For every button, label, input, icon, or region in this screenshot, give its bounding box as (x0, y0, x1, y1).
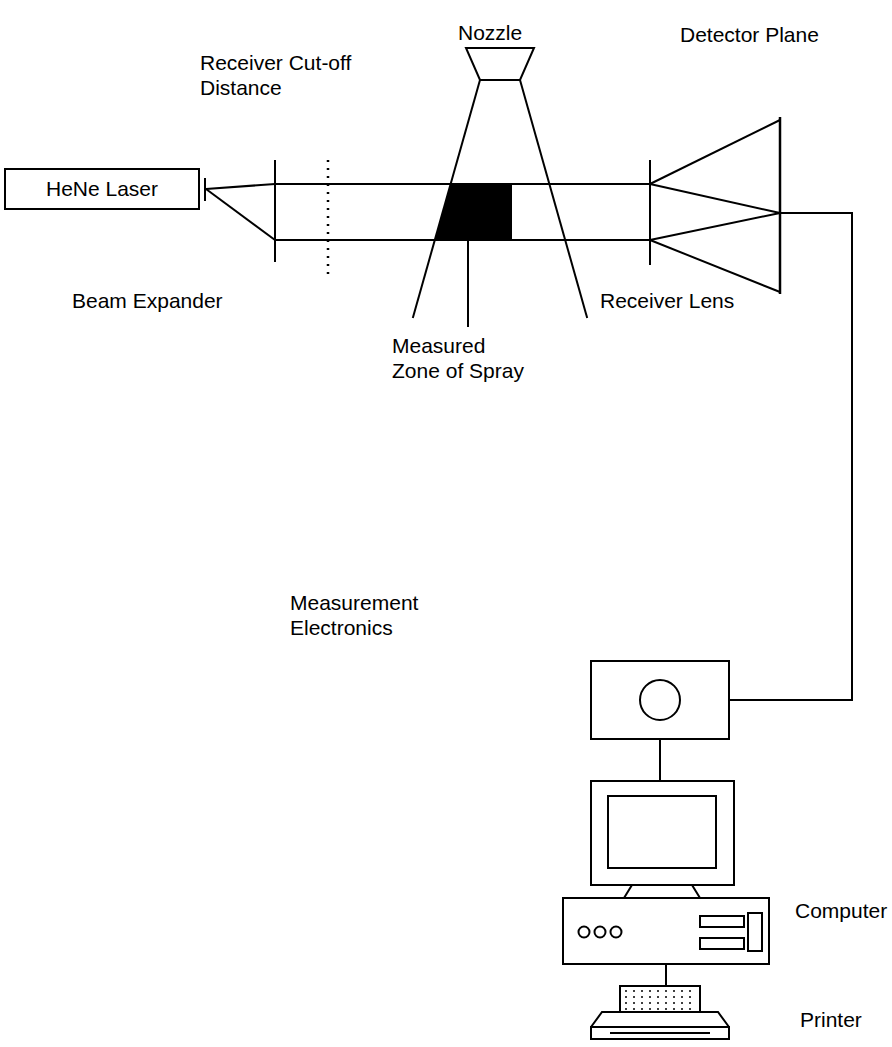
signal-wire (730, 213, 852, 700)
spray-cone (520, 80, 587, 318)
node-label: Measurement Electronics (290, 590, 430, 640)
expander-label: Beam Expander (72, 288, 223, 313)
node-label: HeNe Laser (46, 176, 158, 201)
printer-icon: Printer (590, 985, 730, 1041)
measured-zone (435, 184, 512, 240)
connector-line (665, 965, 667, 985)
electronics-box-outline (590, 660, 730, 740)
electronics-box: Measurement Electronics (590, 660, 730, 740)
receiver-lens (649, 160, 651, 265)
receiver-ray (650, 240, 780, 292)
cutoff-label: Receiver Cut-off Distance (200, 50, 370, 100)
beam-expander-lens (274, 160, 276, 262)
detector-label: Detector Plane (680, 22, 819, 47)
leader-line (467, 240, 469, 327)
connector-line (659, 740, 661, 780)
node-label: Computer (795, 898, 887, 923)
expander-ray (206, 184, 275, 189)
computer-icon-outline (562, 780, 770, 965)
receiver-ray (650, 120, 780, 184)
receiver-ray (650, 213, 780, 240)
expander-ray (206, 189, 275, 240)
nozzle-label: Nozzle (458, 20, 522, 45)
detector-plane (779, 117, 782, 294)
lens-label: Receiver Lens (600, 288, 734, 313)
printer-icon-outline (590, 985, 730, 1041)
node-label: Printer (800, 1007, 862, 1032)
cutoff-line (327, 160, 330, 275)
computer-icon: Computer (562, 780, 770, 965)
zone-label: Measured Zone of Spray (392, 333, 530, 383)
receiver-ray (650, 184, 780, 213)
nozzle-body (466, 48, 534, 80)
laser-box: HeNe Laser (4, 168, 200, 210)
